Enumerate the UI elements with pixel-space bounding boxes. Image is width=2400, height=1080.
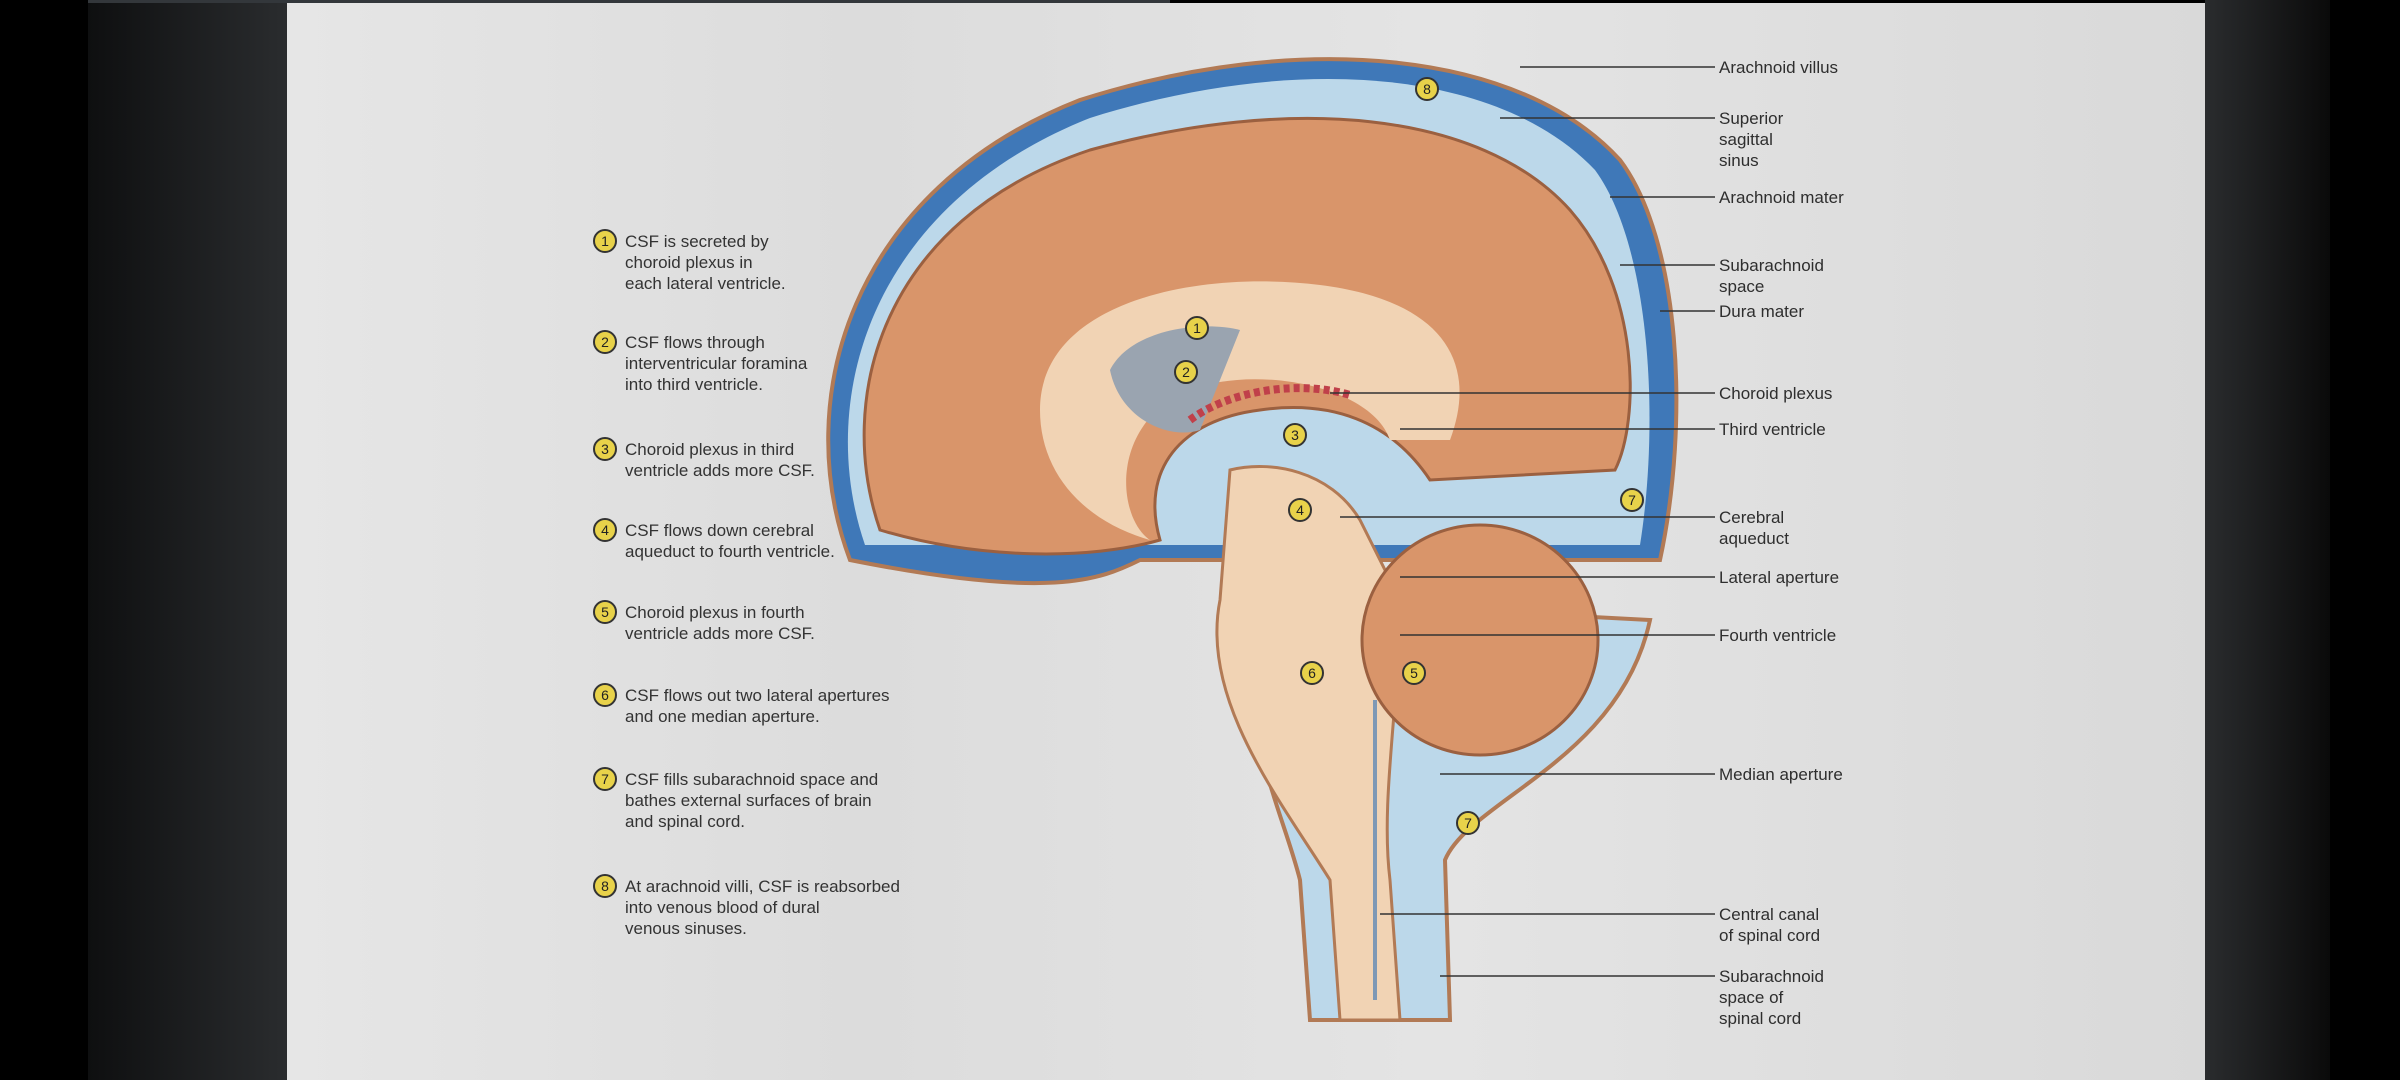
label-fourth-ventricle: Fourth ventricle	[1719, 626, 1837, 645]
step-text: CSF fills subarachnoid space and bathes …	[625, 770, 879, 831]
step-7: 7 CSF fills subarachnoid space and bathes…	[593, 767, 945, 832]
marker-7-upper: 7	[1620, 488, 1644, 512]
label-subarachnoid-space: Subarachnoid space	[1719, 256, 1824, 296]
marker-3: 3	[1283, 423, 1307, 447]
step-8: 8 At arachnoid villi, CSF is reabsorbed i…	[593, 874, 945, 939]
marker-5: 5	[1402, 661, 1426, 685]
label-median-aperture: Median aperture	[1719, 765, 1843, 784]
label-third-ventricle: Third ventricle	[1719, 420, 1826, 439]
step-text: CSF flows out two lateral apertures and …	[625, 686, 890, 726]
leader-lines	[1330, 66, 1715, 977]
step-1: 1 CSF is secreted by choroid plexus in ea…	[593, 229, 945, 294]
frame-right	[2205, 0, 2330, 1080]
step-5: 5 Choroid plexus in fourth ventricle adds…	[593, 600, 945, 644]
step-text: At arachnoid villi, CSF is reabsorbed in…	[625, 877, 900, 938]
marker-1: 1	[1185, 316, 1209, 340]
step-text: Choroid plexus in fourth ventricle adds …	[625, 603, 815, 643]
step-6: 6 CSF flows out two lateral apertures and…	[593, 683, 945, 727]
label-arachnoid-villus: Arachnoid villus	[1719, 58, 1839, 77]
step-number: 2	[593, 330, 617, 354]
step-text: Choroid plexus in third ventricle adds m…	[625, 440, 815, 480]
label-dura-mater: Dura mater	[1719, 302, 1805, 321]
frame-left	[88, 0, 287, 1080]
step-number: 7	[593, 767, 617, 791]
step-number: 6	[593, 683, 617, 707]
label-central-canal: Central canal of spinal cord	[1719, 905, 1821, 945]
label-lateral-aperture: Lateral aperture	[1719, 568, 1840, 587]
marker-4: 4	[1288, 498, 1312, 522]
step-text: CSF flows down cerebral aqueduct to four…	[625, 521, 835, 561]
marker-8: 8	[1415, 77, 1439, 101]
step-number: 8	[593, 874, 617, 898]
marker-7-lower: 7	[1456, 811, 1480, 835]
cerebellum	[1360, 523, 1600, 757]
step-text: CSF is secreted by choroid plexus in eac…	[625, 232, 786, 293]
step-text: CSF flows through interventricular foram…	[625, 333, 808, 394]
top-bar	[88, 0, 1170, 3]
marker-6: 6	[1300, 661, 1324, 685]
step-2: 2 CSF flows through interventricular fora…	[593, 330, 945, 395]
step-4: 4 CSF flows down cerebral aqueduct to fou…	[593, 518, 945, 562]
choroid-plexus	[1187, 384, 1352, 424]
step-number: 3	[593, 437, 617, 461]
label-cerebral-aqueduct: Cerebral aqueduct	[1719, 508, 1789, 548]
step-number: 4	[593, 518, 617, 542]
marker-2: 2	[1174, 360, 1198, 384]
label-arachnoid-mater: Arachnoid mater	[1719, 188, 1844, 207]
step-3: 3 Choroid plexus in third ventricle adds …	[593, 437, 945, 481]
step-number: 5	[593, 600, 617, 624]
label-spinal-subarachnoid-space: Subarachnoid space of spinal cord	[1719, 967, 1824, 1028]
label-superior-sagittal-sinus: Superior sagittal sinus	[1719, 109, 1784, 170]
label-choroid-plexus: Choroid plexus	[1719, 384, 1833, 403]
step-number: 1	[593, 229, 617, 253]
brainstem	[1215, 465, 1402, 1022]
